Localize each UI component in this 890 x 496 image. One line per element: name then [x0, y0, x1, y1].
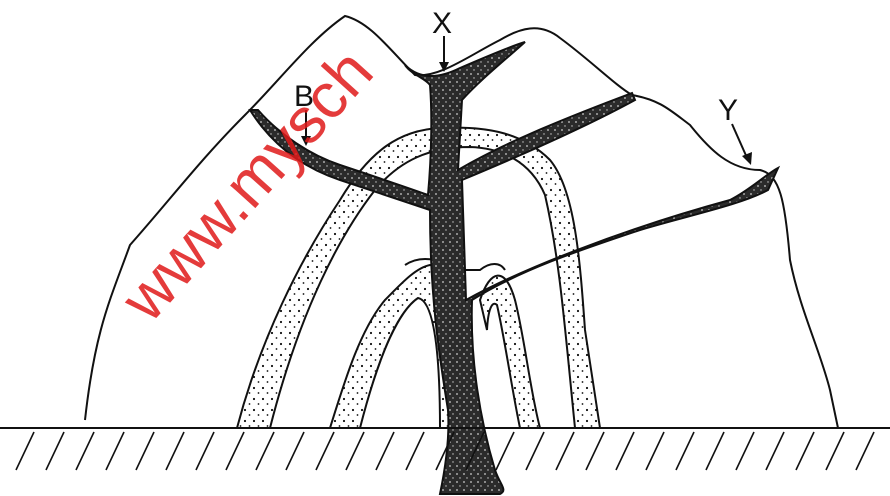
- ground-hatch-mark: [106, 432, 124, 470]
- ground-hatch-mark: [616, 432, 634, 470]
- ground-hatch-mark: [496, 432, 514, 470]
- ground-hatch-mark: [556, 432, 574, 470]
- ground-hatch-mark: [676, 432, 694, 470]
- ground-hatch-mark: [406, 432, 424, 470]
- ground-hatch-mark: [526, 432, 544, 470]
- ground-hatch-mark: [376, 432, 394, 470]
- ground-hatch-mark: [346, 432, 364, 470]
- ground-hatch-mark: [646, 432, 664, 470]
- label-x: X: [432, 7, 452, 40]
- ground-hatch-mark: [76, 432, 94, 470]
- ground-hatch-mark: [226, 432, 244, 470]
- ground-hatch-mark: [826, 432, 844, 470]
- label-x-group: X: [432, 7, 452, 72]
- ground-hatch-mark: [316, 432, 334, 470]
- ground-hatch-mark: [136, 432, 154, 470]
- ground-hatch-mark: [586, 432, 604, 470]
- ground-hatch-mark: [256, 432, 274, 470]
- ground-hatch-mark: [46, 432, 64, 470]
- label-y-group: Y: [718, 94, 752, 165]
- ground-hatch-mark: [766, 432, 784, 470]
- ground-hatch-mark: [166, 432, 184, 470]
- ground-hatch-mark: [16, 432, 34, 470]
- ground-hatch-mark: [286, 432, 304, 470]
- ground-hatch-mark: [196, 432, 214, 470]
- watermark: www.mysch: [106, 35, 386, 335]
- ground-hatch-mark: [706, 432, 724, 470]
- ground-hatch-mark: [856, 432, 874, 470]
- label-y: Y: [718, 94, 738, 127]
- ground-hatch-mark: [796, 432, 814, 470]
- ground-hatch-mark: [736, 432, 754, 470]
